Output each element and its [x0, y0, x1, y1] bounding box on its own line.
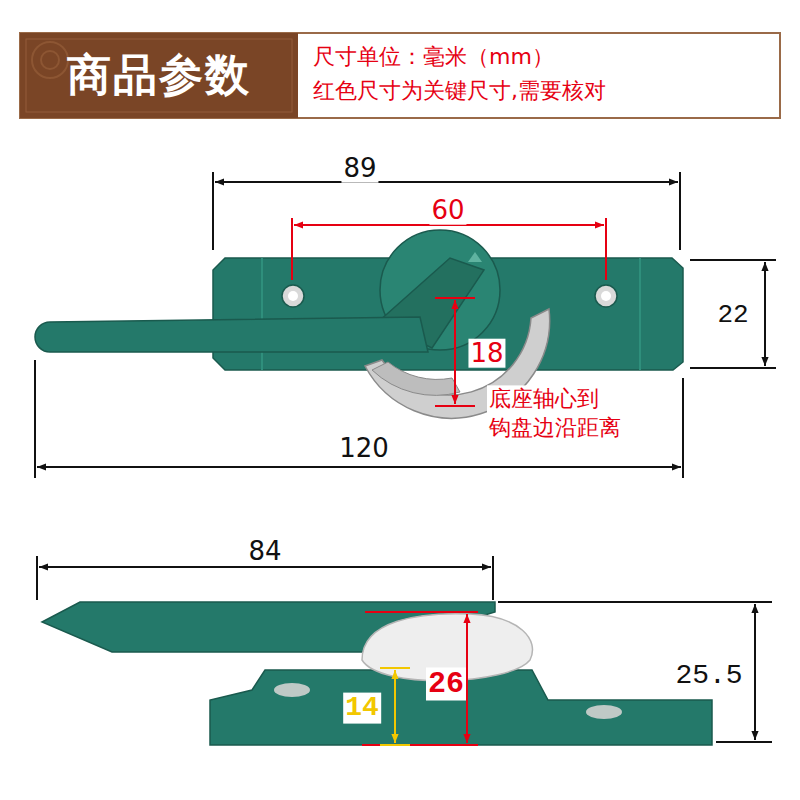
- drawing-part: [35, 360, 683, 478]
- drawing-part: [26, 39, 292, 112]
- drawing-part: [764, 262, 766, 366]
- drawing-part: [215, 181, 678, 183]
- drawing-part: [362, 612, 478, 745]
- drawing-part: [292, 218, 606, 280]
- dimension-value: 22: [715, 301, 750, 330]
- drawing-part: [288, 291, 298, 301]
- drawing-part: [35, 317, 428, 352]
- drawing-part: [274, 683, 310, 697]
- dimension-lines: [35, 172, 776, 745]
- latch-side-view: [42, 602, 712, 745]
- drawing-part: [601, 291, 611, 301]
- drawing-part: [380, 668, 410, 745]
- drawing-part: [41, 51, 59, 69]
- drawing-part: [39, 566, 491, 568]
- note-line: 尺寸单位：毫米（mm）: [313, 40, 765, 74]
- drawing-part: [20, 33, 780, 118]
- drawing-part: [466, 614, 468, 743]
- title: 商品参数: [67, 50, 251, 101]
- dimension-value: 84: [246, 537, 283, 566]
- drawing-part: [37, 466, 681, 468]
- dimension-value: 18: [468, 339, 505, 368]
- drawing-part: [394, 670, 396, 743]
- dimension-value: 60: [429, 196, 466, 225]
- drawing-part: [498, 602, 772, 742]
- drawing-part: [213, 258, 683, 370]
- drawing-part: [282, 285, 304, 307]
- drawing-part: [213, 172, 680, 250]
- drawing-part: [595, 285, 617, 307]
- drawing-part: [454, 300, 456, 404]
- drawing-part: [262, 258, 640, 370]
- drawing-part: [20, 33, 298, 118]
- drawing-part: [586, 705, 622, 719]
- dimension-value: 89: [341, 154, 378, 183]
- note-line: 红色尺寸为关键尺寸,需要核对: [313, 74, 765, 108]
- dimension-value: 120: [337, 434, 391, 463]
- drawing-part: [32, 42, 68, 78]
- note-box: 尺寸单位：毫米（mm）红色尺寸为关键尺寸,需要核对: [299, 34, 779, 117]
- drawing-part: [372, 362, 460, 395]
- dimension-value: 25.5: [673, 661, 744, 692]
- drawing-part: [754, 604, 756, 740]
- header-band: [20, 33, 780, 118]
- drawing-part: [468, 252, 482, 262]
- dimension-value: 14: [343, 693, 381, 724]
- dimension-note: 底座轴心到 钩盘边沿距离: [487, 385, 645, 442]
- dimension-value: 26: [426, 668, 466, 701]
- drawing-part: [294, 224, 604, 226]
- drawing-part: [690, 260, 776, 368]
